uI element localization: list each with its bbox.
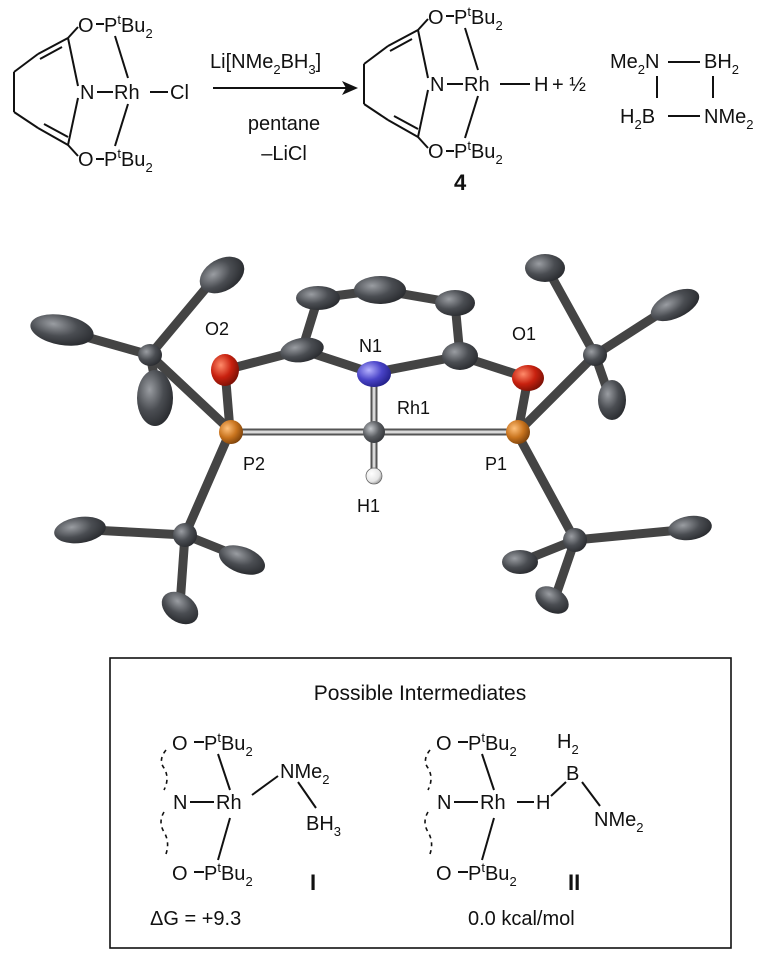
int-I-p-top: PtBu2 [204, 730, 253, 759]
intermediates-box: Possible Intermediates O PtBu2 N Rh NMe2… [109, 657, 732, 949]
product-o-bot: O [428, 141, 444, 163]
carbon-atom [296, 286, 340, 310]
rhodium-atom-rh1 [363, 421, 385, 443]
int-II-h2: H2 [557, 731, 579, 757]
int-II-b: B [566, 763, 579, 785]
carbon-atom [502, 550, 538, 574]
product-p-bot: PtBu2 [454, 138, 503, 167]
carbon-atom [199, 256, 245, 294]
label-n1: N1 [359, 336, 382, 356]
intermediates-title: Possible Intermediates [314, 682, 526, 705]
nitrogen-atom-n1 [357, 361, 391, 387]
byproduct-dimer: Me2N BH2 H2B NMe2 [610, 51, 753, 132]
oxygen-atom-o2 [211, 354, 239, 386]
carbon-atom [598, 380, 626, 420]
int-II-nme2: NMe2 [594, 809, 643, 835]
carbon-atom [219, 545, 265, 575]
crystal-structure: O2 N1 O1 Rh1 P2 P1 H1 [30, 254, 712, 625]
label-o2: O2 [205, 319, 229, 339]
reaction-scheme: O PtBu2 N Rh Cl O PtBu2 Li[NMe2BH3] pent… [13, 4, 753, 195]
int-II-rh: Rh [480, 792, 506, 814]
dimer-h2b: H2B [620, 106, 655, 132]
carbon-atom [138, 344, 162, 366]
reaction-arrow: Li[NMe2BH3] pentane –LiCl [210, 51, 358, 165]
carbon-atom [30, 314, 94, 346]
condition-solvent: pentane [248, 113, 320, 135]
reactant-rh: Rh [114, 82, 140, 104]
int-II-p-top: PtBu2 [468, 730, 517, 759]
reactant-p-top: PtBu2 [104, 12, 153, 41]
product-o-top: O [428, 7, 444, 29]
crystal-labels: O2 N1 O1 Rh1 P2 P1 H1 [205, 319, 536, 516]
product-hydride: H [534, 74, 548, 96]
carbon-atom [563, 528, 587, 552]
hydride-atom-h1 [365, 467, 383, 485]
int-I-bh3: BH3 [306, 813, 341, 839]
carbon-atom [54, 516, 106, 544]
carbon-atom [650, 288, 700, 322]
compound-label-4: 4 [454, 170, 467, 195]
dimer-bh2: BH2 [704, 51, 739, 77]
carbon-atom [668, 515, 712, 541]
carbon-atom [161, 591, 199, 625]
label-p2: P2 [243, 454, 265, 474]
reagent-label: Li[NMe2BH3] [210, 51, 321, 77]
condition-byproduct: –LiCl [261, 143, 307, 165]
int-I-o-top: O [172, 733, 188, 755]
reactant-o-bot: O [78, 149, 94, 171]
carbon-atom [280, 337, 324, 363]
reactant-n: N [80, 82, 94, 104]
product-complex-4: O PtBu2 N Rh H + ½ O PtBu2 4 [363, 4, 586, 195]
crystal-atoms [30, 254, 712, 625]
int-I-p-bot: PtBu2 [204, 860, 253, 889]
int-I-nme2: NMe2 [280, 761, 329, 787]
label-h1: H1 [357, 496, 380, 516]
carbon-atom [525, 254, 565, 282]
dimer-nme2: NMe2 [704, 106, 753, 132]
carbon-atom [354, 276, 406, 304]
reactant-o-top: O [78, 15, 94, 37]
reactant-p-bot: PtBu2 [104, 146, 153, 175]
int-II-p-bot: PtBu2 [468, 860, 517, 889]
int-II-n: N [437, 792, 451, 814]
int-II-h: H [536, 792, 550, 814]
phosphorus-atom-p2 [219, 420, 243, 444]
int-II-label: II [568, 870, 580, 895]
carbon-atom [137, 370, 173, 426]
product-rh: Rh [464, 74, 490, 96]
reactant-cl: Cl [170, 82, 189, 104]
product-plus-half: + ½ [552, 74, 586, 96]
int-II-o-top: O [436, 733, 452, 755]
int-II-energy: 0.0 kcal/mol [468, 908, 575, 930]
dimer-me2n: Me2N [610, 51, 659, 77]
reactant-complex: O PtBu2 N Rh Cl O PtBu2 [13, 12, 189, 175]
int-I-label: I [310, 870, 316, 895]
carbon-atom [173, 523, 197, 547]
carbon-atom [442, 342, 478, 370]
carbon-atom [583, 344, 607, 366]
carbon-atom [435, 290, 475, 316]
label-o1: O1 [512, 324, 536, 344]
product-p-top: PtBu2 [454, 4, 503, 33]
label-p1: P1 [485, 454, 507, 474]
oxygen-atom-o1 [512, 365, 544, 391]
int-I-o-bot: O [172, 863, 188, 885]
product-n: N [430, 74, 444, 96]
phosphorus-atom-p1 [506, 420, 530, 444]
int-I-dg: ΔG = +9.3 [150, 908, 241, 930]
label-rh1: Rh1 [397, 398, 430, 418]
int-I-n: N [173, 792, 187, 814]
intermediate-I: O PtBu2 N Rh NMe2 BH3 O PtBu2 I ΔG = +9.… [150, 730, 341, 930]
carbon-atom [535, 586, 569, 614]
int-I-rh: Rh [216, 792, 242, 814]
int-II-o-bot: O [436, 863, 452, 885]
intermediate-II: O PtBu2 N Rh H H2 B NMe2 O PtBu2 II 0.0 … [424, 730, 643, 930]
